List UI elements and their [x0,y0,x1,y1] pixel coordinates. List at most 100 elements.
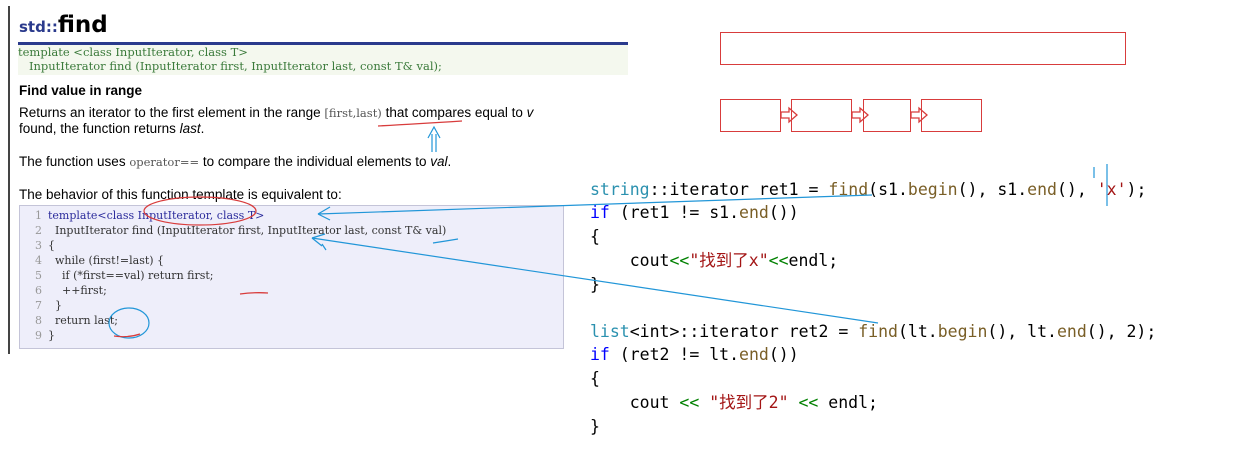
code-token: find [858,322,898,341]
desc-text: . [200,121,205,136]
line-number: 9 [35,329,42,342]
code-token: list [590,322,630,341]
code-token: << [679,393,700,412]
code-token: "找到了2" [699,393,799,412]
code-line: 7 } [20,299,62,312]
line-number: 8 [35,314,42,327]
code-token: << [669,251,690,270]
vs-code-line: cout << "找到了2" << endl; [590,393,878,413]
description-line-4: The behavior of this function template i… [19,187,342,202]
desc-var: v [526,105,534,120]
code-token: (ret1 != s1. [609,203,740,222]
code-token: cout [590,393,680,412]
code-token: ()) [768,345,799,364]
prototype-line-1: template <class InputIterator, class T> [18,45,248,59]
code-token: begin [937,322,988,341]
vs-code-line: } [590,275,600,294]
code-line: 2 InputIterator find (InputIterator firs… [20,224,446,237]
line-number: 7 [35,299,42,312]
code-token: end [739,203,769,222]
code-token: endl; [788,251,839,270]
desc-var: val [430,154,448,169]
title-function-name: find [57,12,108,38]
code-token: << [768,251,789,270]
code-token: end [1027,180,1057,199]
code-token: << [798,393,819,412]
description-line-2: found, the function returns last. [19,121,204,137]
node-link-arrow [910,106,928,124]
code-token: if [590,345,610,364]
vs-code-line: } [590,417,600,436]
desc-text: Returns an iterator to the first element… [19,105,325,120]
code-token: ); [1126,180,1147,199]
return-last-circle [108,307,150,339]
title-namespace: std:: [19,18,58,36]
code-text: ++first; [48,284,107,297]
line-number: 6 [35,284,42,297]
code-token: if [590,203,610,222]
param-link-arrow [311,233,879,324]
code-token: (), [1056,180,1097,199]
code-text: } [48,329,55,342]
code-line: 9} [20,329,55,342]
code-token: 'x' [1096,180,1127,199]
array-diagram-box [720,32,1126,65]
code-text: if (*first==val) return first; [48,269,214,282]
type-circle-mark [143,196,257,226]
code-token: (ret2 != lt. [609,345,740,364]
vs-code-line: { [590,369,600,388]
code-text: InputIterator find (InputIterator first,… [48,224,447,237]
code-token: ()) [768,203,799,222]
return-first-underline [239,292,269,295]
operator-code: operator== [129,155,200,169]
code-text: while (first!=last) { [48,254,165,267]
vs-code-line: string::iterator ret1 = find(s1.begin(),… [590,180,1146,200]
left-border-rule [8,6,10,354]
code-token: (lt. [897,322,938,341]
code-token: string [590,180,650,199]
vs-code-line: if (ret2 != lt.end()) [590,345,799,365]
node-link-arrows [780,106,928,124]
code-token: <int> [629,322,680,341]
code-token: ::iterator ret1 = [649,180,829,199]
param-mark [321,243,327,251]
vs-code-line: { [590,227,600,246]
desc-text: . [447,154,452,169]
code-text: { [48,239,55,252]
code-token: ::iterator ret2 = [679,322,859,341]
section-heading: Find value in range [19,83,143,98]
code-token: endl; [818,393,878,412]
page-title: std::find [19,12,108,38]
code-line: 3{ [20,239,55,252]
code-line: 6 ++first; [20,284,107,297]
code-line: 5 if (*first==val) return first; [20,269,214,282]
vs-code-line: if (ret1 != s1.end()) [590,203,799,223]
range-pointer-arrow [427,125,441,152]
list-node-box [921,99,982,132]
line-number: 1 [35,209,42,222]
range-underline-mark [377,120,463,127]
code-text: return last; [48,314,118,327]
code-token: (), s1. [957,180,1028,199]
code-token: (s1. [868,180,908,199]
code-token: (), lt. [987,322,1057,341]
prototype-box: template <class InputIterator, class T> … [18,45,628,75]
desc-var: last [179,121,201,136]
line-number: 3 [35,239,42,252]
code-token: end [1056,322,1087,341]
range-code: [first,last) [324,106,382,120]
template-link-arrow [317,194,873,221]
line-number: 2 [35,224,42,237]
description-line-3: The function uses operator== to compare … [19,154,451,170]
desc-text: that compares equal to [381,105,527,120]
code-text: } [48,299,62,312]
line-number: 4 [35,254,42,267]
vs-code-line: cout<<"找到了x"<<endl; [590,251,838,271]
prototype-line-2: InputIterator find (InputIterator first,… [18,59,442,73]
code-line: 8 return last; [20,314,118,327]
code-token: (), 2); [1086,322,1157,341]
vs-code-line: list<int>::iterator ret2 = find(lt.begin… [590,322,1156,342]
